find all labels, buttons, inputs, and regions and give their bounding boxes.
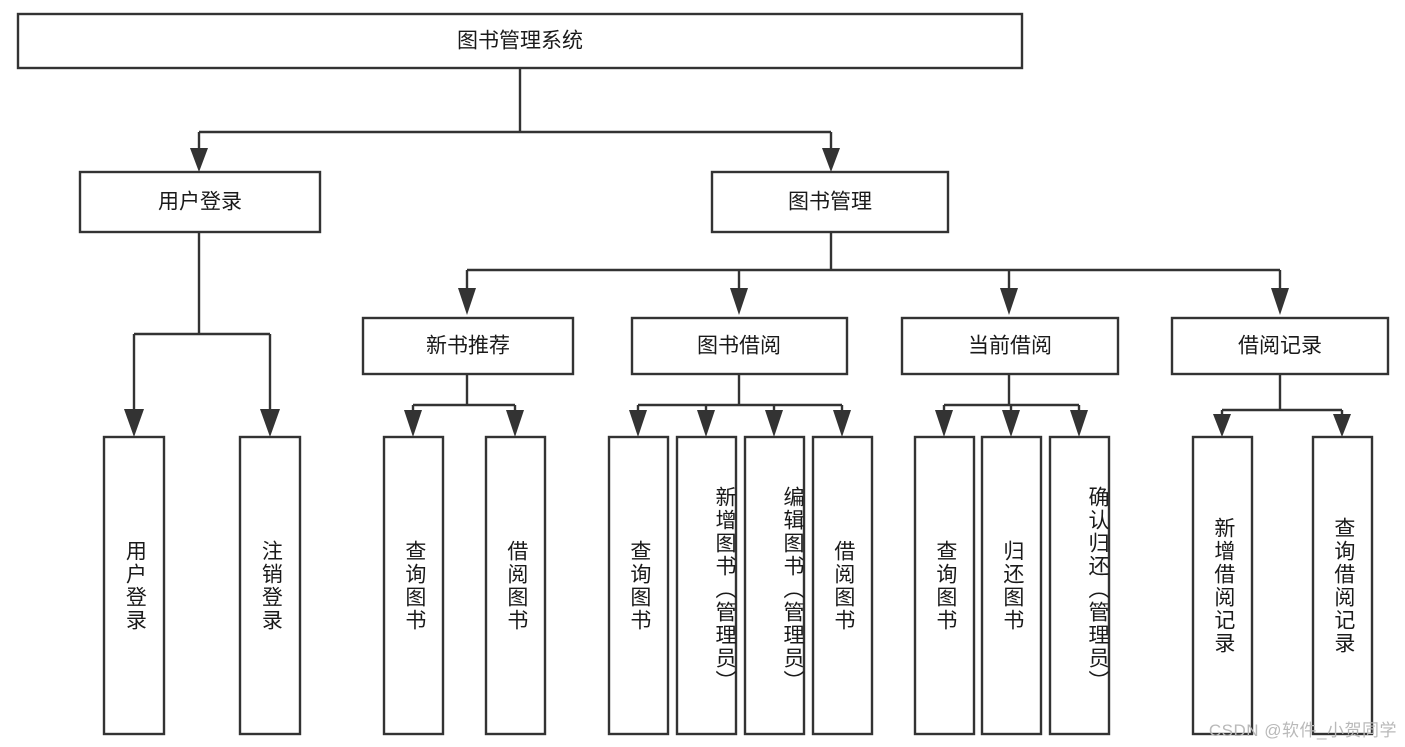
- arrow-to-leaf-add-book: [697, 410, 715, 437]
- arrow-to-book-borrow: [730, 288, 748, 315]
- csdn-watermark: CSDN @软件_小贺同学: [1208, 721, 1397, 740]
- connectors-book-manage-to-level3: [458, 232, 1289, 315]
- leaf-return-book-box[interactable]: [980, 435, 1043, 736]
- node-root-box[interactable]: [16, 12, 1024, 70]
- node-borrow-record-label: 借阅记录: [1238, 335, 1322, 358]
- arrow-to-leaf-user-login: [124, 409, 144, 437]
- node-new-book-recommend-label: 新书推荐: [426, 335, 510, 358]
- node-borrow-record[interactable]: 借阅记录: [1170, 316, 1390, 376]
- leaf-borrow-book-1-box[interactable]: [484, 435, 547, 736]
- node-user-login[interactable]: 用户登录: [78, 170, 322, 234]
- arrow-to-borrow-record: [1271, 288, 1289, 315]
- leaf-boxes-user-login: [102, 435, 302, 736]
- node-book-manage-label: 图书管理: [788, 191, 872, 214]
- leaf-query-book-3-box[interactable]: [913, 435, 976, 736]
- leaf-query-book-1-box[interactable]: [382, 435, 445, 736]
- node-current-borrow[interactable]: 当前借阅: [900, 316, 1120, 376]
- arrow-to-leaf-edit-book: [765, 410, 783, 437]
- arrow-to-leaf-query-book-3: [935, 410, 953, 437]
- leaf-add-record-box[interactable]: [1191, 435, 1254, 736]
- node-borrow-record-box[interactable]: [1170, 316, 1390, 376]
- arrow-to-leaf-return-book: [1002, 410, 1020, 437]
- arrow-to-leaf-add-record: [1213, 414, 1231, 437]
- arrow-to-book-manage: [822, 148, 840, 172]
- arrow-to-leaf-borrow-book-1: [506, 410, 524, 437]
- node-new-book-recommend[interactable]: 新书推荐: [361, 316, 575, 376]
- leaf-user-login-box[interactable]: [102, 435, 166, 736]
- connectors-user-login-to-leaves: [124, 232, 280, 437]
- leaf-boxes-borrow-record: [1191, 435, 1374, 736]
- connectors-new-book-to-leaves: [404, 375, 524, 437]
- node-new-book-recommend-box[interactable]: [361, 316, 575, 376]
- connectors-root-to-level2: [190, 68, 840, 172]
- node-user-login-label: 用户登录: [158, 191, 242, 214]
- leaf-confirm-return-box[interactable]: [1048, 435, 1111, 736]
- leaf-boxes-current-borrow: [913, 435, 1111, 736]
- leaf-boxes-new-book-recommend: [382, 435, 547, 736]
- arrow-to-leaf-query-book-1: [404, 410, 422, 437]
- leaf-add-book-box[interactable]: [675, 435, 738, 736]
- connectors-book-borrow-to-leaves: [629, 375, 851, 437]
- node-current-borrow-label: 当前借阅: [968, 335, 1052, 358]
- arrow-to-leaf-borrow-book-2: [833, 410, 851, 437]
- arrow-to-new-book-recommend: [458, 288, 476, 315]
- node-book-manage-box[interactable]: [710, 170, 950, 234]
- arrow-to-leaf-query-record: [1333, 414, 1351, 437]
- arrow-to-leaf-user-logout: [260, 409, 280, 437]
- node-book-manage[interactable]: 图书管理: [710, 170, 950, 234]
- node-user-login-box[interactable]: [78, 170, 322, 234]
- arrow-to-current-borrow: [1000, 288, 1018, 315]
- node-root-label: 图书管理系统: [457, 30, 583, 53]
- node-book-borrow[interactable]: 图书借阅: [630, 316, 849, 376]
- arrow-to-leaf-confirm-return: [1070, 410, 1088, 437]
- leaf-user-logout-box[interactable]: [238, 435, 302, 736]
- node-current-borrow-box[interactable]: [900, 316, 1120, 376]
- connectors-borrow-record-to-leaves: [1213, 375, 1351, 437]
- arrow-to-user-login: [190, 148, 208, 172]
- arrow-to-leaf-query-book-2: [629, 410, 647, 437]
- node-book-borrow-label: 图书借阅: [697, 335, 781, 358]
- leaf-boxes-book-borrow: [607, 435, 874, 736]
- leaf-borrow-book-2-box[interactable]: [811, 435, 874, 736]
- leaf-edit-book-box[interactable]: [743, 435, 806, 736]
- leaf-query-record-box[interactable]: [1311, 435, 1374, 736]
- node-book-borrow-box[interactable]: [630, 316, 849, 376]
- node-root[interactable]: 图书管理系统: [16, 12, 1024, 70]
- connectors-current-borrow-to-leaves: [935, 375, 1088, 437]
- leaf-query-book-2-box[interactable]: [607, 435, 670, 736]
